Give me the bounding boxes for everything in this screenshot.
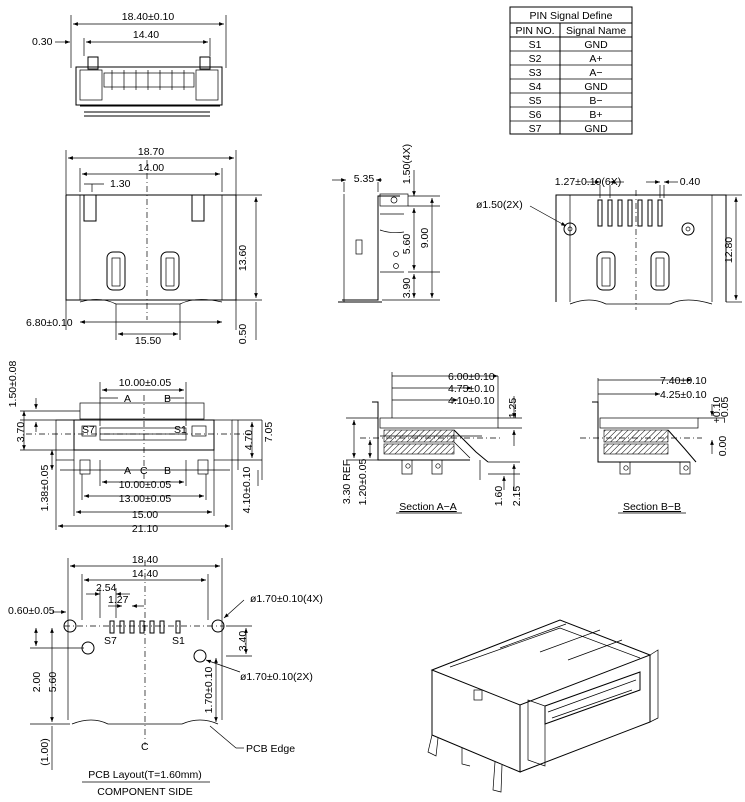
dim: 0.40 [680, 176, 701, 188]
dim: 4.75±0.10 [448, 383, 495, 395]
dim: 0.30 [32, 36, 53, 48]
pin-label: S7 [104, 635, 117, 647]
table-cell-signal: GND [584, 39, 608, 51]
dim: 2.00 [31, 672, 43, 693]
dim: 4.25±0.10 [660, 389, 707, 401]
table-cell-signal: B+ [589, 109, 602, 121]
pin-signal-table: PIN Signal Define PIN NO. Signal Name S1… [509, 6, 633, 135]
section-b-b: 7.40±0.10 4.25±0.10 0.00 +0.10 −0.05 Sec… [580, 375, 731, 514]
dim: 6.80±0.10 [26, 317, 73, 329]
dim: 10.00±0.05 [119, 377, 172, 389]
dim: ø1.70±0.10(4X) [250, 593, 323, 605]
dim: 21.10 [132, 523, 158, 535]
front-view: 18.40±0.10 14.40 0.30 [32, 11, 227, 117]
dim: 3.30 REF [341, 460, 353, 504]
pin-label: S1 [174, 424, 187, 436]
dim: 0.50 [237, 324, 249, 345]
section-marker: A [124, 465, 131, 477]
section-marker: B [164, 393, 171, 405]
dim: 4.70 [243, 430, 255, 451]
dim: 18.70 [138, 146, 164, 158]
pin-label: S1 [172, 635, 185, 647]
side-view: 5.35 1.50(4X) 5.60 9.00 3.90 [332, 144, 440, 303]
dim: 1.27±0.10(6X) [555, 176, 621, 188]
dim: 18.40 [132, 554, 158, 566]
section-b-caption: Section B−B [623, 501, 681, 513]
dim: 15.00 [132, 509, 158, 521]
table-header-pin: PIN NO. [515, 25, 554, 37]
dim: 6.00±0.10 [448, 371, 495, 383]
dim: 9.00 [419, 228, 431, 249]
dim: (1.00) [39, 738, 51, 765]
dim: 1.70±0.10 [203, 667, 215, 714]
centerline-marker: C [141, 741, 149, 753]
table-cell-pin: S2 [529, 53, 542, 65]
dim: 14.00 [138, 162, 164, 174]
table-cell-pin: S5 [529, 95, 542, 107]
section-marker: A [124, 393, 131, 405]
pcb-caption: PCB Layout(T=1.60mm) [88, 769, 202, 781]
table-cell-signal: GND [584, 123, 608, 135]
dim: 7.05 [263, 422, 275, 443]
isometric-connector-view [427, 619, 659, 793]
dim: 7.40±0.10 [660, 375, 707, 387]
mating-view: 10.00±0.05 1.50±0.08 3.70 4.70 7.05 10.0… [7, 361, 275, 535]
table-cell-pin: S6 [529, 109, 542, 121]
table-header-signal: Signal Name [566, 25, 626, 37]
section-a-caption: Section A−A [399, 501, 457, 513]
dim: 12.80 [723, 237, 735, 263]
dim: 14.40 [133, 29, 159, 41]
bottom-view: 1.27±0.10(6X) 0.40 ø1.50(2X) 12.80 [476, 176, 742, 310]
dim: 13.00±0.05 [119, 493, 172, 505]
dim: 1.50±0.08 [7, 361, 19, 408]
dim: 2.54 [96, 582, 117, 594]
dim: 3.90 [401, 278, 413, 299]
pin-label: S7 [82, 424, 95, 436]
table-cell-pin: S7 [529, 123, 542, 135]
dim: 1.27 [108, 594, 129, 606]
dim: 4.10±0.10 [241, 467, 253, 514]
table-cell-pin: S1 [529, 39, 542, 51]
pcb-layout: 18.40 14.40 2.54 1.27 0.60±0.05 ø1.70±0.… [8, 554, 323, 798]
dim: 3.70 [15, 422, 27, 443]
dim: 1.50(4X) [401, 144, 413, 184]
dim: 15.50 [135, 335, 161, 347]
table-cell-pin: S4 [529, 81, 542, 93]
dim: +0.10 [711, 397, 723, 424]
section-a-a: 6.00±0.10 4.75±0.10 4.10±0.10 1.25 3.30 … [341, 371, 523, 514]
top-view: 18.70 14.00 1.30 13.60 6.80±0.10 15.50 0… [26, 146, 262, 347]
centerline-marker: C [140, 465, 148, 477]
dim: 5.60 [401, 234, 413, 255]
dim: 10.00±0.05 [119, 479, 172, 491]
dim: 13.60 [237, 245, 249, 271]
table-cell-signal: GND [584, 81, 608, 93]
table-cell-signal: A− [589, 67, 602, 79]
dim: 1.60 [493, 486, 505, 507]
table-cell-signal: B− [589, 95, 602, 107]
dim: 0.00 [717, 436, 729, 457]
pcb-edge-label: PCB Edge [246, 743, 295, 755]
dim: 1.25 [507, 398, 519, 419]
dim: 4.10±0.10 [448, 395, 495, 407]
dim: ø1.70±0.10(2X) [240, 671, 313, 683]
dim: 5.60 [47, 672, 59, 693]
dim: 0.60±0.05 [8, 605, 55, 617]
pcb-caption-sub: COMPONENT SIDE [97, 786, 192, 798]
dim: 3.40 [237, 631, 249, 652]
dim: 1.20±0.05 [357, 459, 369, 506]
dim: ø1.50(2X) [476, 199, 523, 211]
table-cell-signal: A+ [589, 53, 602, 65]
dim: 1.38±0.05 [39, 465, 51, 512]
table-title: PIN Signal Define [530, 10, 613, 22]
dim: 1.30 [110, 178, 131, 190]
dim: 2.15 [511, 486, 523, 507]
dim: −0.05 [719, 397, 731, 424]
dim: 18.40±0.10 [122, 11, 175, 23]
dim: 14.40 [132, 568, 158, 580]
table-cell-pin: S3 [529, 67, 542, 79]
section-marker: B [164, 465, 171, 477]
dim: 5.35 [354, 173, 375, 185]
